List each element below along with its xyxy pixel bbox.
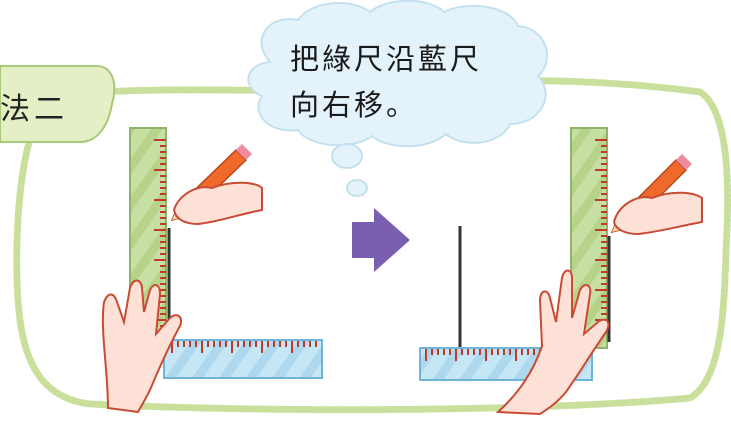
speech-line-1: 把綠尺沿藍尺 — [290, 42, 483, 76]
right-setup — [419, 127, 703, 416]
arrow-right-icon — [352, 208, 410, 272]
hand-icon — [101, 279, 182, 414]
speech-bubble-text: 把綠尺沿藍尺 向右移。 — [290, 36, 530, 128]
method-title: 法二 — [0, 92, 68, 127]
method-tag — [0, 65, 116, 143]
hand-icon — [612, 191, 703, 236]
speech-bubble — [247, 0, 548, 197]
left-setup — [101, 127, 323, 414]
speech-line-2: 向右移。 — [290, 88, 419, 122]
hand-icon — [495, 269, 610, 416]
hand-icon — [172, 181, 263, 226]
green-ruler-ticks — [595, 139, 607, 333]
